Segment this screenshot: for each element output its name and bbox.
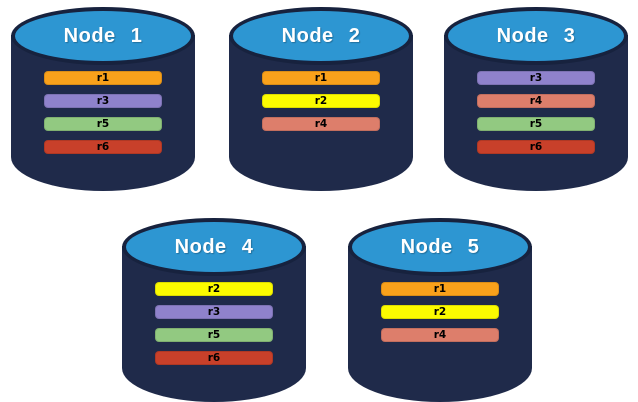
replica-label: r2 (314, 94, 328, 107)
db-node-4: Node 4 r2 r3 r5 r6 (122, 218, 306, 402)
replica-bar-r1: r1 (44, 71, 162, 85)
replica-bar-r1: r1 (381, 282, 499, 296)
replica-bar-r5: r5 (477, 117, 595, 131)
replica-list: r3 r4 r5 r6 (444, 71, 628, 154)
replica-bar-r5: r5 (155, 328, 273, 342)
replica-bar-r4: r4 (262, 117, 380, 131)
cylinder-top: Node 5 (348, 218, 532, 276)
replica-bar-r3: r3 (477, 71, 595, 85)
db-node-3: Node 3 r3 r4 r5 r6 (444, 7, 628, 191)
node-label: Node 2 (281, 24, 361, 47)
replica-label: r2 (207, 282, 221, 295)
node-label: Node 5 (400, 235, 480, 258)
replica-list: r2 r3 r5 r6 (122, 282, 306, 365)
replica-label: r3 (207, 305, 221, 318)
replica-label: r5 (529, 117, 543, 130)
replica-list: r1 r2 r4 (229, 71, 413, 131)
replica-bar-r4: r4 (381, 328, 499, 342)
cylinder-top: Node 4 (122, 218, 306, 276)
node-label: Node 3 (496, 24, 576, 47)
replica-bar-r6: r6 (155, 351, 273, 365)
node-label: Node 1 (63, 24, 143, 47)
replica-bar-r3: r3 (155, 305, 273, 319)
replica-bar-r4: r4 (477, 94, 595, 108)
replica-bar-r2: r2 (155, 282, 273, 296)
replica-label: r3 (529, 71, 543, 84)
replica-label: r5 (96, 117, 110, 130)
replica-list: r1 r3 r5 r6 (11, 71, 195, 154)
replica-label: r5 (207, 328, 221, 341)
replica-label: r4 (314, 117, 328, 130)
replica-bar-r3: r3 (44, 94, 162, 108)
replica-label: r1 (433, 282, 447, 295)
replica-label: r6 (207, 351, 221, 364)
replica-label: r3 (96, 94, 110, 107)
db-node-1: Node 1 r1 r3 r5 r6 (11, 7, 195, 191)
replica-bar-r5: r5 (44, 117, 162, 131)
replica-bar-r2: r2 (381, 305, 499, 319)
replica-bar-r1: r1 (262, 71, 380, 85)
replica-bar-r6: r6 (477, 140, 595, 154)
replica-label: r1 (314, 71, 328, 84)
cylinder-top: Node 3 (444, 7, 628, 65)
cylinder-top: Node 2 (229, 7, 413, 65)
db-node-5: Node 5 r1 r2 r4 (348, 218, 532, 402)
replica-list: r1 r2 r4 (348, 282, 532, 342)
replica-label: r4 (529, 94, 543, 107)
replica-label: r2 (433, 305, 447, 318)
cylinder-top: Node 1 (11, 7, 195, 65)
replica-label: r6 (529, 140, 543, 153)
db-node-2: Node 2 r1 r2 r4 (229, 7, 413, 191)
replica-bar-r2: r2 (262, 94, 380, 108)
replica-label: r6 (96, 140, 110, 153)
replica-label: r1 (96, 71, 110, 84)
node-label: Node 4 (174, 235, 254, 258)
replica-bar-r6: r6 (44, 140, 162, 154)
replica-label: r4 (433, 328, 447, 341)
